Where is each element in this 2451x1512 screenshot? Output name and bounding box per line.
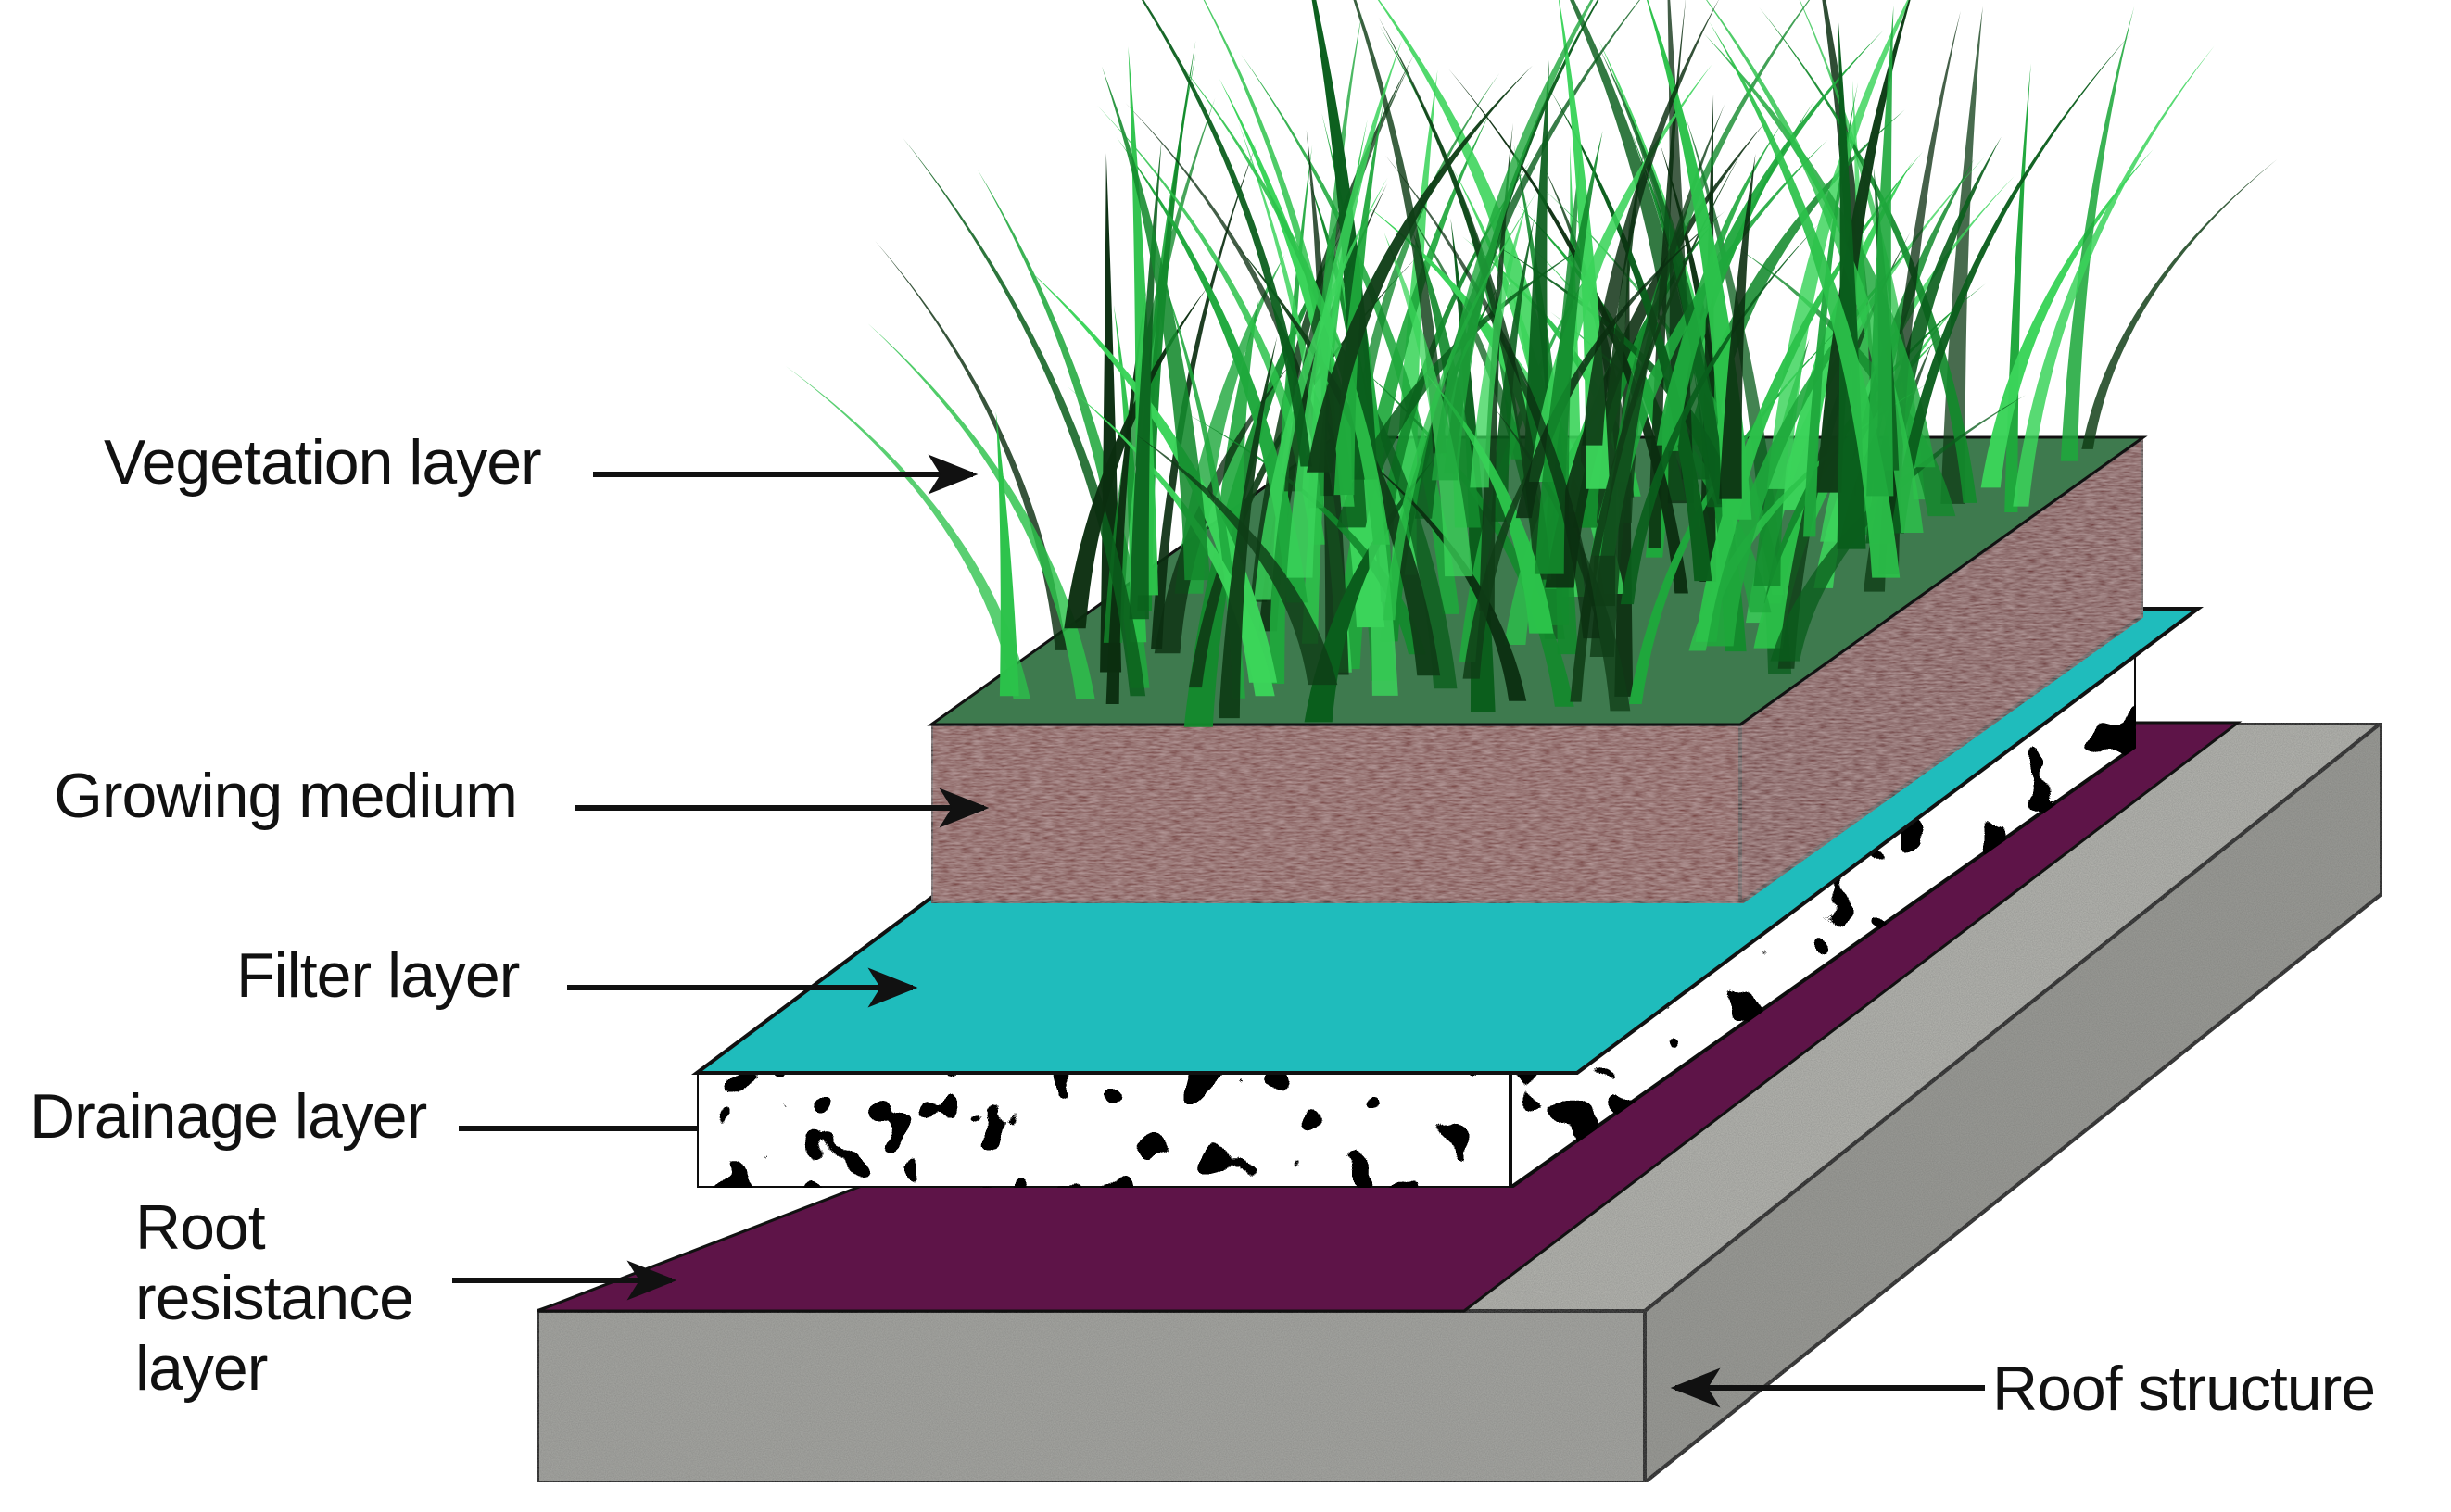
vegetation-grass: [785, 0, 2278, 727]
growing-medium-front: [929, 723, 1742, 905]
grass-blade: [1232, 241, 1441, 676]
grass-blade: [1383, 189, 1539, 621]
label-root-resistance-line3: layer: [135, 1333, 268, 1404]
arrows: [452, 454, 1985, 1408]
grass-blade: [1980, 149, 2154, 488]
labels: Vegetation layer Growing medium Filter l…: [30, 427, 2376, 1424]
grass-blade: [1770, 395, 2027, 662]
grass-blade: [1573, 214, 1720, 528]
grass-blade: [875, 241, 1067, 650]
label-roof-structure: Roof structure: [1992, 1354, 2375, 1424]
grass-blade: [1304, 458, 1435, 723]
grass-blade: [1582, 0, 1719, 446]
grass-blade: [1336, 245, 1587, 528]
grass-blade: [1550, 90, 1712, 582]
grass-blade: [1753, 333, 1945, 649]
drainage-front-face: [695, 1071, 1512, 1190]
grass-blade: [1656, 29, 1885, 446]
grass-blade: [1102, 66, 1210, 581]
grass-blade: [1598, 46, 1727, 508]
roof-side-face: [1643, 718, 2383, 1487]
grass-blade: [1709, 21, 1901, 578]
grass-blade: [1215, 299, 1259, 553]
label-drainage-layer: Drainage layer: [30, 1081, 427, 1152]
grass-blade: [1704, 33, 1936, 468]
label-growing-medium: Growing medium: [54, 761, 517, 831]
grass-blade: [1706, 241, 1917, 647]
grass-blade: [1241, 54, 1459, 614]
grass-blade: [1803, 82, 1859, 537]
grass-blade: [1385, 155, 1600, 639]
grass-blade: [1307, 65, 1533, 472]
grass-blade: [1550, 311, 1772, 613]
grass-blade: [1737, 247, 1956, 517]
grass-blade: [995, 411, 1019, 697]
grass-blade: [1356, 450, 1527, 701]
grass-blade: [1180, 63, 1390, 545]
grass-blade: [2060, 6, 2135, 461]
label-root-resistance-line2: resistance: [135, 1263, 413, 1333]
grass-blade: [1646, 0, 1752, 520]
grass-blade: [1183, 228, 1345, 727]
label-root-resistance-line1: Root: [135, 1192, 266, 1263]
grass-blade: [867, 323, 1095, 699]
grass-blade: [1219, 335, 1278, 719]
grass-blade: [1462, 407, 1567, 679]
label-vegetation-layer: Vegetation layer: [104, 427, 541, 498]
grass-blade: [1493, 406, 1631, 712]
grass-blade: [1136, 435, 1338, 686]
grass-blade: [1470, 199, 1528, 488]
grass-blade: [1064, 286, 1208, 629]
grass-blade: [1151, 143, 1257, 649]
grass-blade: [1283, 65, 1410, 492]
grass-blade: [1383, 233, 1473, 577]
grass-blade: [1706, 0, 1924, 533]
grass-blade: [1357, 364, 1574, 707]
grass-blade: [1631, 132, 1747, 652]
grass-blade: [1333, 104, 1383, 496]
grass-blade: [1378, 17, 1552, 580]
grass-blade: [1425, 372, 1554, 634]
grass-blade: [1154, 364, 1291, 654]
grass-blade: [1314, 303, 1458, 689]
label-filter-layer: Filter layer: [236, 940, 520, 1011]
grass-blade: [2013, 45, 2215, 507]
grass-blade: [1719, 153, 1756, 499]
grass-blade: [1545, 121, 1766, 588]
roof-front-face: [536, 1309, 1647, 1484]
grass-blade: [1185, 412, 1426, 655]
grass-blade: [1591, 150, 1644, 607]
grass-blade: [1067, 386, 1275, 697]
grass-blade: [1866, 5, 1894, 497]
grass-blade: [1515, 210, 1725, 519]
grass-blade: [1431, 0, 1594, 481]
grass-blade: [1589, 104, 1725, 658]
grass-blade: [1141, 0, 1312, 467]
grass-blade: [1219, 78, 1385, 628]
grass-blade: [1504, 346, 1642, 646]
